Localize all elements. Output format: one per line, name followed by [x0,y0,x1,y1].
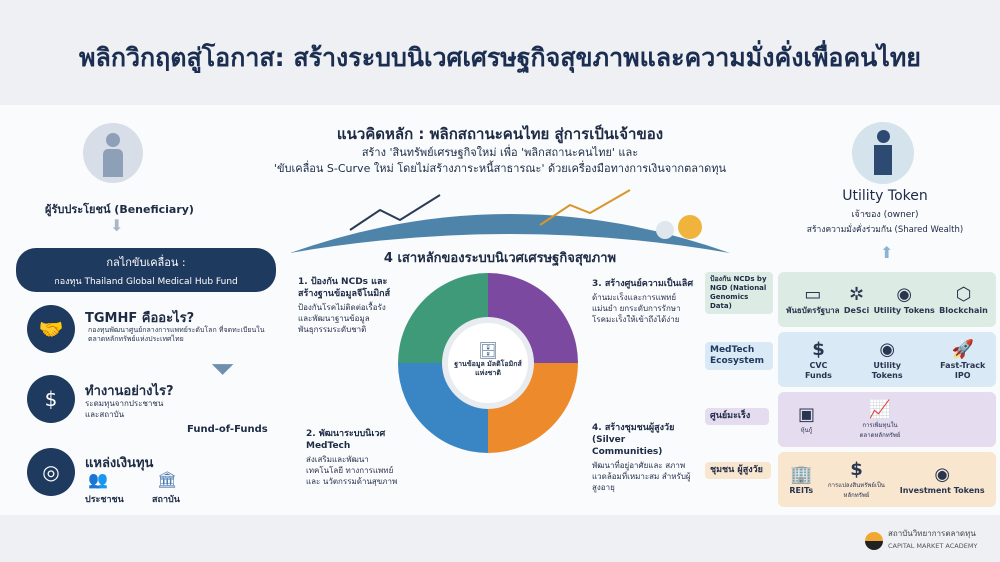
mechanism-title: กลไกขับเคลื่อน : [106,256,186,269]
capital-market-academy-logo [865,532,883,550]
pillar-1: 1. ป้องกัน NCDs และ สร้างฐานข้อมูลจีโนมิ… [298,276,396,335]
pillar-2: 2. พัฒนาระบบนิเวศ MedTech ส่งเสริมและพัฒ… [306,428,398,487]
beneficiary-label: ผู้รับประโยชน์ (Beneficiary) [45,203,194,216]
pillar-title: 4. สร้างชุมชนผู้สูงวัย (Silver Communiti… [592,423,675,457]
instrument-row: ▭พันธบัตรรัฐบาล ✲DeSci ◉Utility Tokens ⬡… [778,272,996,327]
arrow-down-icon: ⬇ [110,216,124,235]
owner-avatar [852,122,914,184]
instrument-row: 🏢REITs $การแปลงสินทรัพย์เป็นหลักทรัพย์ ◉… [778,452,996,507]
concept-line1: สร้าง 'สินทรัพย์เศรษฐกิจใหม่ เพื่อ 'พลิก… [361,146,639,159]
coins-icon: ◎ [27,448,75,496]
utility-token-title: Utility Token [842,188,928,204]
concept-heading: แนวคิดหลัก : พลิกสถานะคนไทย สู่การเป็นเจ… [336,125,664,143]
people-icon: 👥 [88,470,108,489]
mechanism-box: กลไกขับเคลื่อน : กองทุน Thailand Global … [16,248,276,292]
row-tag: MedTech Ecosystem [705,342,773,370]
center-label: ฐานข้อมูล มัลติโอมิกส์แห่งชาติ [454,360,522,377]
instrument-label: Utility Tokens [871,360,903,380]
pillar-text: ส่งเสริมและพัฒนา เทคโนโลยี ทางการแพทย์แล… [306,455,398,486]
source-people: ประชาชน [85,495,124,505]
pillar-title: 3. สร้างศูนย์ความเป็นเลิศ [592,279,694,289]
row-tag: ศูนย์มะเร็ง [705,408,769,425]
bond-icon: ▭ [804,283,822,305]
page-title: พลิกวิกฤตสู่โอกาส: สร้างระบบนิเวศเศรษฐกิ… [79,43,921,72]
source-institution: สถาบัน [152,495,180,505]
instrument-row: $CVC Funds ◉Utility Tokens 🚀Fast-Track I… [778,332,996,387]
beneficiary-avatar [83,123,143,183]
hand-coin-icon: $ [27,375,75,423]
token-icon: ◉ [879,338,896,360]
row-tag: ป้องกัน NCDs by NGD (National Genomics D… [705,272,773,314]
row-tag: ชุมชน ผู้สูงวัย [705,462,771,479]
molecule-icon: ✲ [849,283,865,305]
pillars-heading: 4 เสาหลักของระบบนิเวศเศรษฐกิจสุขภาพ [383,251,617,266]
mechanism-fund: กองทุน Thailand Global Medical Hub Fund [54,277,238,287]
pillar-3: 3. สร้างศูนย์ความเป็นเลิศ ด้านมะเร็งและก… [592,278,696,325]
blockchain-icon: ⬡ [955,283,972,305]
step-text: กองทุนพัฒนาศูนย์กลางการแพทย์ระดับโลก ที่… [88,326,265,343]
instrument-label: Blockchain [939,305,988,315]
step-title: แหล่งเงินทุน [85,456,154,471]
shared-wealth-label: สร้างความมั่งคั่งร่วมกัน (Shared Wealth) [806,225,964,235]
pillar-title: 1. ป้องกัน NCDs และ สร้างฐานข้อมูลจีโนมิ… [298,277,391,299]
arrow-up-icon: ⬆ [880,243,894,262]
instrument-row: ▣หุ้นกู้ 📈การเพิ่มทุนในตลาดหลักทรัพย์ [778,392,996,447]
instrument-label: Fast-Track IPO [940,360,986,380]
growth-chart-icon: 📈 [868,398,892,420]
token-icon: ◉ [896,283,913,305]
logo-text-en: CAPITAL MARKET ACADEMY [888,542,978,550]
pillar-text: พัฒนาที่อยู่อาศัยและ สภาพแวดล้อมที่เหมาะ… [592,461,691,492]
pillar-text: ป้องกันโรคไม่ติดต่อเรื้อรัง และพัฒนาฐานข… [298,303,386,334]
handshake-icon: 🤝 [27,305,75,353]
hand-coin-icon: $ [850,458,863,480]
instrument-label: พันธบัตรรัฐบาล [786,305,840,315]
step-title: ทำงานอย่างไร? [85,384,174,399]
instrument-label: การแปลงสินทรัพย์เป็นหลักทรัพย์ [828,481,885,499]
instrument-label: Utility Tokens [873,305,935,315]
s-curve-growth-graphic [290,189,730,253]
rocket-icon: 🚀 [951,338,974,360]
pillar-title: 2. พัฒนาระบบนิเวศ MedTech [306,429,386,451]
instrument-label: CVC Funds [804,360,832,380]
instrument-label: หุ้นกู้ [800,426,813,434]
database-icon: 🗄 [477,341,499,360]
building-icon: 🏢 [790,463,813,485]
hand-coin-icon: $ [812,338,825,360]
fund-of-funds-label: Fund-of-Funds [187,424,268,435]
logo-text-th: สถาบันวิทยาการตลาดทุน [888,529,976,538]
instrument-label: REITs [789,485,814,495]
instrument-label: DeSci [843,305,870,315]
instrument-label: การเพิ่มทุนในตลาดหลักทรัพย์ [859,421,901,439]
step-text: ระดมทุนจากประชาชน และสถาบัน [85,399,164,419]
certificate-icon: ▣ [798,403,816,425]
funnel-icon: ⏷ [210,352,235,387]
bank-icon: 🏛 [157,470,178,489]
center-database: 🗄 ฐานข้อมูล มัลติโอมิกส์แห่งชาติ [448,323,528,403]
step-title: TGMHF คืออะไร? [85,311,195,326]
concept-line2: 'ขับเคลื่อน S-Curve ใหม่ โดยไม่สร้างภาระ… [273,162,727,175]
instrument-label: Investment Tokens [899,485,985,495]
coin-icon: ◉ [934,463,951,485]
owner-label: เจ้าของ (owner) [851,210,919,220]
pillar-text: ด้านมะเร็งและการแพทย์ แม่นยำ ยกระดับการร… [592,293,681,324]
pillar-4: 4. สร้างชุมชนผู้สูงวัย (Silver Communiti… [592,422,696,493]
